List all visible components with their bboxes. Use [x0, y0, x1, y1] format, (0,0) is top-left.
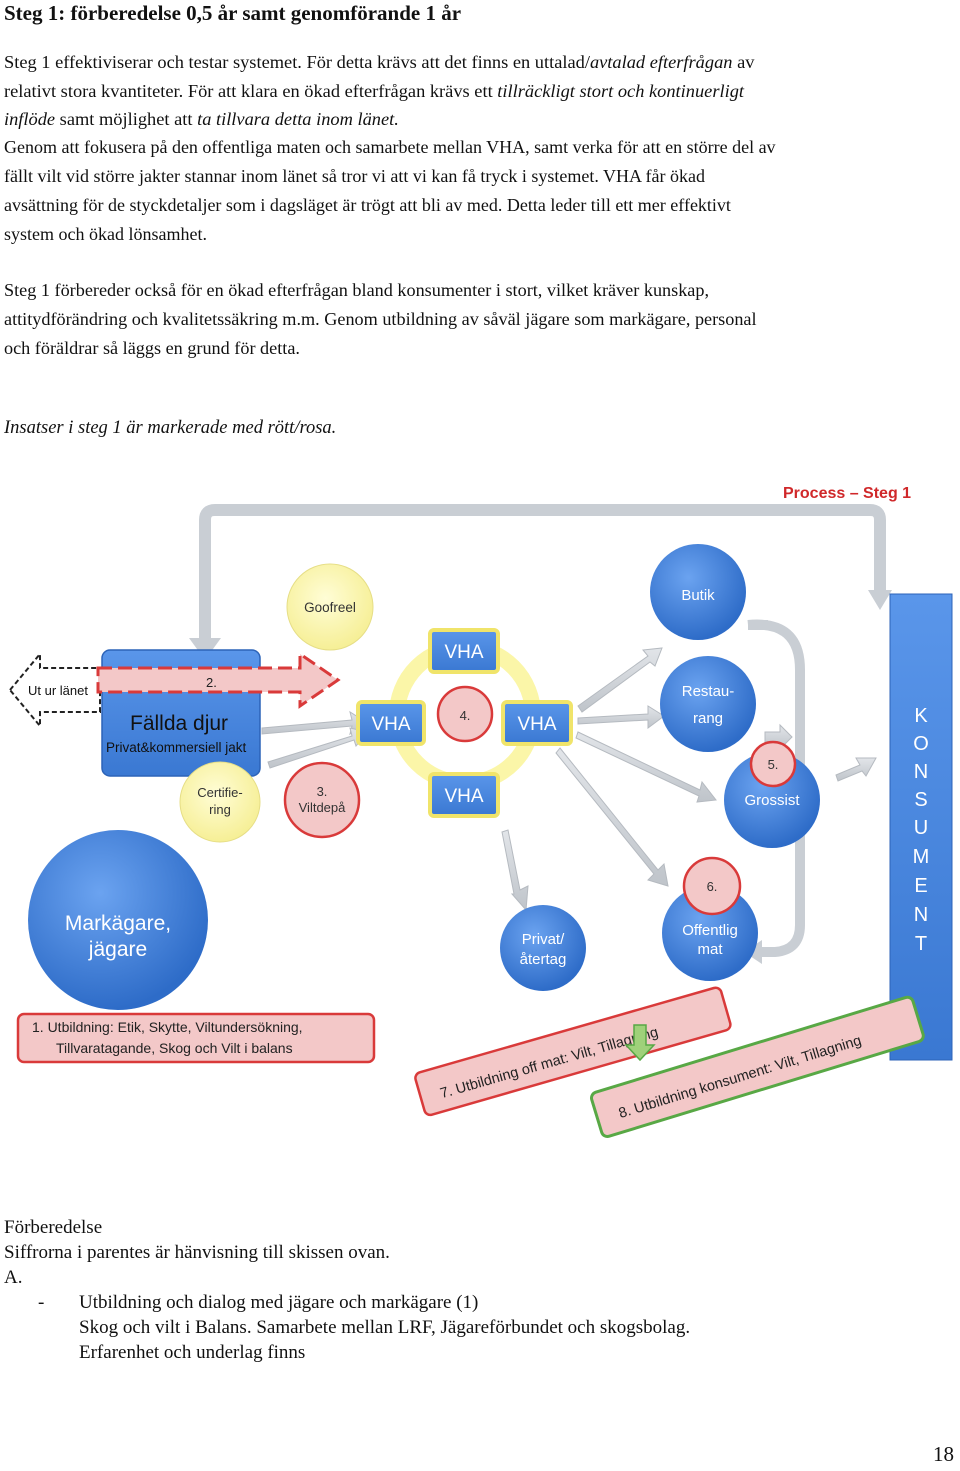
paragraph-intro: Steg 1 effektiviserar och testar systeme…: [4, 48, 954, 134]
step5-node: [749, 740, 797, 788]
butik-node: [650, 544, 746, 640]
text-italic: avtalad efterfrågan: [589, 52, 733, 72]
konsument-letter: N: [914, 761, 928, 783]
paragraph-line: och föräldrar så läggs en grund för dett…: [4, 338, 300, 358]
loop-arrow: [199, 504, 886, 642]
vha-left-box: [356, 700, 426, 746]
step4-node: [436, 685, 494, 743]
step4-label: 4.: [460, 708, 471, 723]
goofreel-label: Goofreel: [304, 600, 356, 615]
markagare-label-2: jägare: [88, 938, 147, 961]
page-number: 18: [933, 1442, 954, 1466]
offentlig-mat-node: [662, 885, 758, 981]
goofreel-node: [286, 563, 374, 651]
butik-label: Butik: [681, 587, 715, 604]
markagare-node: [28, 830, 208, 1010]
fallda-djur-label: Fällda djur: [130, 712, 228, 735]
fallda-djur-sub: Privat&kommersiell jakt: [106, 740, 247, 755]
loop-arrowhead-right: [868, 590, 892, 610]
text: av: [732, 52, 755, 72]
export-arrow: [8, 651, 101, 729]
grossist-node: [724, 752, 820, 848]
konsument-letter: T: [915, 933, 927, 955]
restaurang-node: [660, 656, 756, 752]
loop-arrowhead: [189, 638, 221, 660]
konsument-letter: O: [913, 733, 929, 755]
privat-label-2: återtag: [520, 951, 567, 968]
section-title: Förberedelse: [4, 1217, 103, 1238]
flow-arrows: [261, 647, 877, 912]
green-down-arrow: [624, 1024, 656, 1062]
certifiering-label-1: Certifie-: [197, 785, 243, 800]
step2-arrow: [96, 651, 341, 709]
vha-top-box: [428, 628, 500, 674]
section-letter: A.: [4, 1267, 23, 1288]
viltdepa-node: [283, 761, 361, 839]
paragraph-line: Steg 1 förbereder också för en ökad efte…: [4, 280, 710, 300]
markings-note: Insatser i steg 1 är markerade med rött/…: [4, 418, 337, 438]
grossist-label: Grossist: [744, 792, 800, 809]
preparation-section: Förberedelse Siffrorna i parentes är hän…: [4, 1215, 954, 1365]
step5-label: 5.: [768, 757, 779, 772]
markagare-label-1: Markägare,: [65, 912, 171, 935]
text-italic: tillräckligt stort och kontinuerligt: [497, 80, 745, 101]
text-italic: inflöde: [4, 109, 56, 130]
vha-bottom-label: VHA: [444, 786, 483, 807]
step6-node: [682, 856, 742, 916]
konsument-letters: K O N S U M E N T: [913, 705, 930, 955]
privat-label-1: Privat/: [522, 931, 565, 948]
offentlig-label-1: Offentlig: [682, 922, 738, 939]
process-diagram: Process – Steg 1 Ut ur länet Fällda djur…: [0, 470, 960, 1190]
text: relativt stora kvantiteter. För att klar…: [4, 80, 498, 101]
utbildning-1-line1: 1. Utbildning: Etik, Skytte, Viltundersö…: [32, 1019, 303, 1035]
vha-right-label: VHA: [517, 714, 556, 735]
viltdepa-step: 3.: [317, 784, 328, 799]
certifiering-node: [179, 761, 261, 843]
paragraph-line: attitydförändring och kvalitetssäkring m…: [4, 309, 757, 329]
certifiering-label-2: ring: [209, 802, 231, 817]
konsument-letter: S: [914, 789, 927, 811]
konsument-letter: K: [914, 705, 928, 727]
text: Steg 1 effektiviserar och testar systeme…: [4, 52, 590, 72]
utbildning-1-box: [16, 1012, 376, 1064]
step2-label: 2.: [206, 675, 217, 690]
konsument-letter: N: [914, 904, 928, 926]
konsument-letter: M: [913, 846, 930, 868]
vha-bottom-box: [428, 772, 500, 818]
offentlig-label-2: mat: [697, 941, 723, 958]
paragraph-line: avsättning för de styckdetaljer som i da…: [4, 195, 731, 215]
bullet-continuation: Skog och vilt i Balans. Samarbete mellan…: [79, 1317, 691, 1338]
text: samt möjlighet att: [55, 109, 198, 130]
bullet-text: Utbildning och dialog med jägare och mar…: [79, 1292, 479, 1313]
export-label: Ut ur länet: [28, 683, 88, 698]
section-subtitle: Siffrorna i parentes är hänvisning till …: [4, 1242, 390, 1263]
paragraph-focus: Genom att fokusera på den offentliga mat…: [4, 133, 959, 249]
bullet-continuation: Erfarenhet och underlag finns: [79, 1342, 306, 1363]
vha-top-label: VHA: [444, 642, 483, 663]
vha-left-label: VHA: [371, 714, 410, 735]
restaurang-label-1: Restau-: [682, 683, 735, 700]
right-bracket-arrow: [747, 619, 805, 957]
konsument-letter: U: [914, 817, 928, 839]
konsument-letter: E: [914, 875, 927, 897]
page-heading: Steg 1: förberedelse 0,5 år samt genomfö…: [4, 1, 462, 25]
konsument-column: [889, 593, 953, 1061]
vha-right-box: [501, 700, 573, 746]
paragraph-line: system och ökad lönsamhet.: [4, 224, 207, 244]
restaurang-label-2: rang: [693, 710, 723, 727]
paragraph-line: fällt vilt vid större jakter stannar ino…: [4, 166, 705, 186]
text-italic: ta tillvara detta inom länet.: [197, 109, 399, 130]
step6-label: 6.: [707, 879, 718, 894]
paragraph-consumers: Steg 1 förbereder också för en ökad efte…: [4, 276, 959, 363]
viltdepa-label: Viltdepå: [299, 800, 347, 815]
utbildning-1-line2: Tillvaratagande, Skog och Vilt i balans: [56, 1040, 293, 1056]
bullet-dash: -: [38, 1292, 45, 1313]
bullet-item: - Utbildning och dialog med jägare och ma…: [4, 1290, 954, 1315]
paragraph-line: Genom att fokusera på den offentliga mat…: [4, 137, 776, 157]
diagram-title: Process – Steg 1: [783, 485, 911, 502]
privat-atertag-node: [500, 905, 586, 991]
